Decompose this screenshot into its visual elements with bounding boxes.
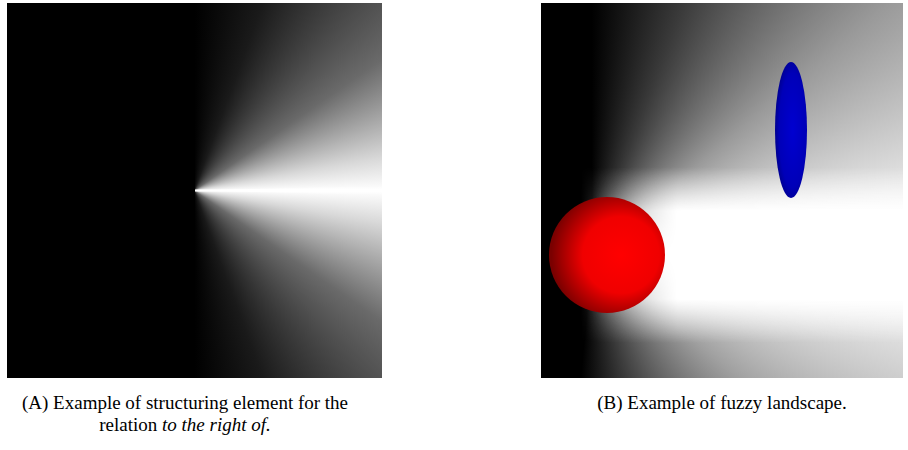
white-axis-line (7, 3, 382, 378)
landscape-objects (541, 3, 903, 378)
figure-caption: (A) Example of structuring element for t… (10, 392, 360, 436)
caption-text: (B) Example of fuzzy landscape. (597, 392, 847, 413)
fuzzy-landscape-image (541, 3, 903, 378)
structuring-element-image (7, 3, 382, 378)
caption-italic-text: to the right of. (162, 414, 271, 435)
figure-caption: (B) Example of fuzzy landscape. (541, 392, 903, 414)
